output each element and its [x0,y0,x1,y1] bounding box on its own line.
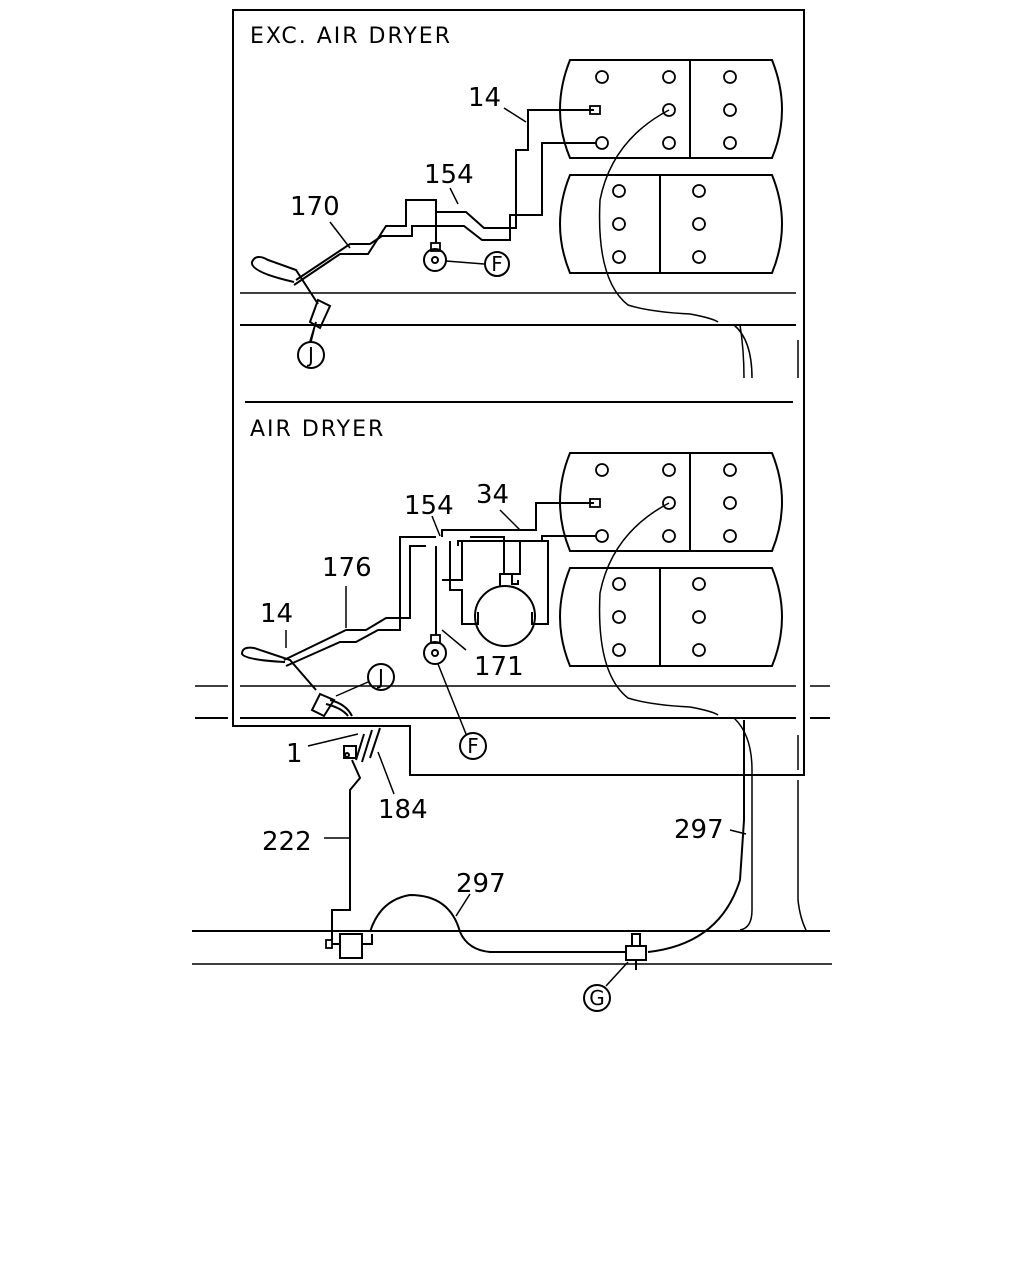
bottom-section-title: AIR DRYER [250,417,385,442]
bottom-hose-fitting [310,692,353,718]
callout-F-top: F [491,252,503,276]
top-pipes [251,109,719,323]
circle-F-top [484,251,510,277]
callout-1: 1 [286,739,303,769]
circle-J-top [297,341,325,369]
callout-F-bottom: F [467,734,479,758]
callout-14-top: 14 [468,83,501,113]
top-frame-rails [240,292,799,379]
callout-G: G [589,986,605,1010]
inset-frame [232,9,805,776]
callout-14-bottom: 14 [260,599,293,629]
top-valve [423,242,447,272]
circle-J-bottom [367,663,395,691]
main-frame-rails [192,685,832,965]
callout-297-bottom: 297 [456,869,506,899]
bottom-air-tanks [559,452,783,667]
lower-pipes [325,720,745,970]
top-section-title: EXC. AIR DRYER [250,24,452,49]
circle-G [583,984,611,1012]
callout-154-top: 154 [424,160,474,190]
callout-222: 222 [262,827,312,857]
callout-297-right: 297 [674,815,724,845]
circle-F-bottom [459,732,487,760]
callout-J-top: J [306,343,314,367]
callout-J-bottom: J [376,665,384,689]
callout-154-bottom: 154 [404,491,454,521]
callout-184: 184 [378,795,428,825]
bottom-valve [423,634,447,665]
callout-176: 176 [322,553,372,583]
callout-34: 34 [476,480,509,510]
air-dryer-unit [461,573,549,647]
callout-171: 171 [474,652,524,682]
bottom-pipes [240,502,719,716]
callout-170-top: 170 [290,192,340,222]
top-air-tanks [559,59,783,274]
